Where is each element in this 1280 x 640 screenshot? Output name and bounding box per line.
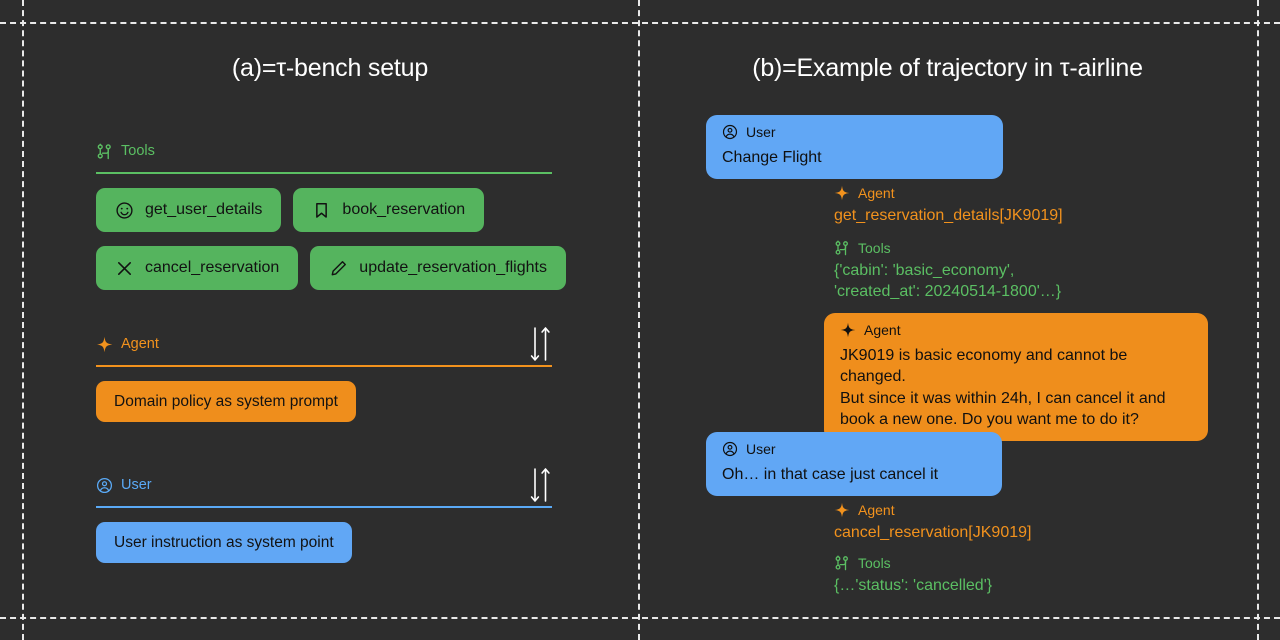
guide-line-right bbox=[1257, 0, 1259, 640]
panel-a-title: (a)=τ-bench setup bbox=[231, 54, 429, 82]
message-role-label: Tools bbox=[858, 240, 891, 256]
message-role-label: User bbox=[746, 441, 776, 457]
section-tools-rule bbox=[96, 172, 552, 174]
message-text: Oh… in that case just cancel it bbox=[722, 466, 939, 483]
trajectory-message-user-2[interactable]: User Oh… in that case just cancel it bbox=[706, 432, 1002, 497]
tool-chip-update-reservation-flights[interactable]: update_reservation_flights bbox=[310, 246, 566, 290]
message-text: JK9019 is basic economy and cannot be ch… bbox=[840, 347, 1166, 428]
guide-line-bottom bbox=[0, 617, 1280, 619]
sparkle-icon bbox=[96, 336, 113, 353]
message-role-row: Agent bbox=[840, 322, 1192, 338]
pencil-icon bbox=[329, 259, 348, 278]
message-role-row: Agent bbox=[834, 185, 1234, 201]
bookmark-icon bbox=[312, 201, 331, 220]
trajectory-message-user-1[interactable]: User Change Flight bbox=[706, 115, 1003, 180]
section-user: User User instruction as system point bbox=[96, 468, 552, 563]
section-agent: Agent Domain policy as system prompt bbox=[96, 327, 552, 422]
user-circle-icon bbox=[722, 441, 738, 457]
sparkle-icon bbox=[834, 502, 850, 518]
sparkle-icon bbox=[834, 185, 850, 201]
agent-system-prompt-bubble[interactable]: Domain policy as system prompt bbox=[96, 381, 356, 422]
message-role-row: Tools bbox=[834, 555, 1234, 571]
message-text: Change Flight bbox=[722, 149, 822, 166]
tool-chip-label: book_reservation bbox=[342, 201, 466, 218]
tool-chip-row-2: cancel_reservation update_reservation_fl… bbox=[96, 246, 566, 290]
message-role-row: Agent bbox=[834, 502, 1234, 518]
git-branch-icon bbox=[834, 555, 850, 571]
trajectory-observation-tools-1: Tools {'cabin': 'basic_economy', 'create… bbox=[834, 240, 1234, 303]
sparkle-icon bbox=[840, 322, 856, 338]
message-text: cancel_reservation[JK9019] bbox=[834, 524, 1032, 541]
section-agent-label: Agent bbox=[121, 335, 159, 352]
message-role-label: User bbox=[746, 124, 776, 140]
message-role-label: Tools bbox=[858, 555, 891, 571]
tool-chip-get-user-details[interactable]: get_user_details bbox=[96, 188, 282, 232]
message-role-label: Agent bbox=[858, 185, 895, 201]
tool-chip-label: get_user_details bbox=[145, 201, 263, 218]
tool-chip-cancel-reservation[interactable]: cancel_reservation bbox=[96, 246, 299, 290]
panel-b-trajectory: (b)=Example of trajectory in τ-airline U… bbox=[638, 22, 1257, 617]
section-agent-header: Agent bbox=[96, 327, 552, 361]
panel-b-title: (b)=Example of trajectory in τ-airline bbox=[752, 54, 1143, 82]
trajectory-action-agent-1: Agent get_reservation_details[JK9019] bbox=[834, 185, 1234, 227]
tool-chip-row-1: get_user_details book_reservation bbox=[96, 188, 552, 232]
agent-exchange-arrows bbox=[528, 323, 552, 365]
smiley-icon bbox=[115, 201, 134, 220]
git-branch-icon bbox=[834, 240, 850, 256]
section-user-label: User bbox=[121, 476, 152, 493]
tool-chip-label: update_reservation_flights bbox=[359, 259, 547, 276]
message-role-row: Tools bbox=[834, 240, 1234, 256]
message-text: {'cabin': 'basic_economy', 'created_at':… bbox=[834, 262, 1062, 300]
section-user-rule bbox=[96, 506, 552, 508]
trajectory-message-agent-1[interactable]: Agent JK9019 is basic economy and cannot… bbox=[824, 313, 1208, 442]
tool-chip-book-reservation[interactable]: book_reservation bbox=[293, 188, 485, 232]
user-exchange-arrows bbox=[528, 464, 552, 506]
message-role-label: Agent bbox=[864, 322, 901, 338]
message-role-row: User bbox=[722, 441, 986, 457]
message-text: get_reservation_details[JK9019] bbox=[834, 207, 1063, 224]
user-instruction-bubble[interactable]: User instruction as system point bbox=[96, 522, 352, 563]
git-branch-icon bbox=[96, 143, 113, 160]
trajectory-action-agent-2: Agent cancel_reservation[JK9019] bbox=[834, 502, 1234, 544]
section-tools-header: Tools bbox=[96, 140, 552, 162]
section-tools: Tools get_user_details bbox=[96, 140, 566, 290]
section-tools-label: Tools bbox=[121, 142, 155, 159]
close-x-icon bbox=[115, 259, 134, 278]
user-circle-icon bbox=[96, 477, 113, 494]
tool-chip-label: cancel_reservation bbox=[145, 259, 280, 276]
section-user-header: User bbox=[96, 468, 552, 502]
section-agent-rule bbox=[96, 365, 552, 367]
panel-a-setup: (a)=τ-bench setup Tools bbox=[22, 22, 638, 617]
message-text: {…'status': 'cancelled'} bbox=[834, 577, 993, 594]
trajectory-observation-tools-2: Tools {…'status': 'cancelled'} bbox=[834, 555, 1234, 597]
user-circle-icon bbox=[722, 124, 738, 140]
message-role-label: Agent bbox=[858, 502, 895, 518]
message-role-row: User bbox=[722, 124, 987, 140]
